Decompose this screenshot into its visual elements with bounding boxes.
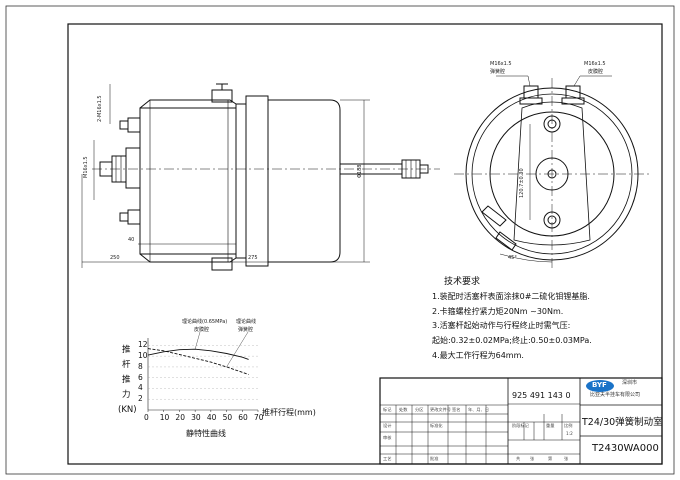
y-tick-label: 10 (138, 351, 148, 361)
legend-leader-1 (194, 331, 201, 350)
angle-dim: 45° (508, 255, 517, 261)
tb-r4-c3: 共 (516, 456, 521, 461)
y-tick-label: 2 (138, 394, 143, 404)
dim-offset-small: 40 (128, 237, 135, 243)
x-tick-label: 70 (254, 413, 264, 422)
tech-req-item-4: 起始:0.32±0.02MPa;终止:0.50±0.03MPa. (432, 336, 592, 345)
tb-r1-c4: 更改文件号 (430, 407, 451, 412)
outer-frame (5, 5, 675, 475)
y-tick-label: 4 (138, 383, 143, 393)
tb-r2-c4: 重量 (546, 423, 555, 428)
chart-ylabel-char-1: 推 (122, 345, 131, 355)
legend-series-2-sub: 弹簧腔 (238, 327, 254, 333)
dim-thread-top: 2-M16x1.5 (97, 95, 103, 122)
tb-r4-c4: 张 (530, 456, 535, 461)
static-char-chart (147, 331, 259, 412)
side-view (81, 83, 440, 271)
end-view (454, 75, 650, 270)
x-tick-label: 60 (238, 413, 248, 422)
tech-req-title: 技术要求 (444, 277, 481, 287)
y-tick-label: 8 (138, 361, 143, 371)
x-tick-label: 20 (175, 413, 185, 422)
dim-diameter: Φ188 (357, 164, 363, 178)
title-block-lines (379, 377, 663, 465)
tb-r1-c3: 分区 (415, 407, 424, 412)
company-line1: 深圳市 (622, 380, 638, 386)
series-line-2 (147, 348, 249, 375)
tb-r4-c2: 批准 (430, 456, 439, 461)
chart-ylabel-char-4: 力 (122, 390, 131, 400)
legend-leader-2 (226, 331, 249, 368)
tb-r1-c5: 签名 (452, 407, 461, 412)
tb-r4-c1: 工艺 (383, 456, 392, 461)
bolt-spacing-dim: 120.7±0.30 (519, 168, 525, 198)
tb-r4-c5: 第 (548, 456, 553, 461)
x-tick-label: 50 (222, 413, 233, 422)
company-line2: 比亚夫半挂车有限公司 (590, 392, 641, 398)
tb-r1-c2: 处数 (399, 407, 408, 412)
product-name: T24/30弹簧制动室 (582, 417, 663, 428)
legend-series-1-name: 理论曲线(0.65MPa) (182, 319, 228, 325)
chart-marks (147, 331, 259, 412)
y-tick-label: 6 (138, 372, 143, 382)
dim-offset-large: 250 (110, 255, 120, 261)
port-right-thread: M16x1.5 (584, 61, 606, 67)
chart-xlabel: 推杆行程(mm) (262, 408, 316, 417)
legend-series-2-name: 理论曲线 (236, 319, 257, 325)
tech-req-item-5: 4.最大工作行程为64mm. (432, 351, 524, 360)
chart-title: 静特性曲线 (186, 429, 226, 438)
x-tick-label: 10 (159, 413, 170, 422)
legend-series-1-sub: 皮膜腔 (194, 327, 210, 333)
x-tick-label: 30 (191, 413, 201, 422)
dim-thread-left: M16x1.5 (83, 156, 89, 178)
inner-frame (67, 23, 663, 465)
tb-r2-c5: 比例 (564, 423, 573, 428)
port-left-thread: M16x1.5 (490, 61, 512, 67)
x-tick-label: 40 (206, 413, 217, 422)
chart-grid (147, 338, 258, 411)
tb-r4-c6: 张 (564, 456, 569, 461)
tb-r1-c6: 年、月、日 (468, 407, 489, 412)
chart-ylabel-char-2: 杆 (122, 360, 131, 370)
tech-req-item-2: 2.卡箍螺栓拧紧力矩20Nm ~30Nm. (432, 307, 564, 316)
tech-req-item-1: 1.装配时活塞杆表面涂抹0#二硫化钼锂基脂. (432, 292, 590, 301)
tb-r2-c1: 设计 (383, 423, 392, 428)
drawing-number: T2430WA000 (592, 443, 659, 454)
x-tick-label: 0 (144, 413, 149, 422)
port-left-label: 弹簧腔 (490, 69, 506, 75)
tb-r3-c1: 审核 (383, 435, 392, 440)
part-number: 925 491 143 0 (512, 391, 571, 400)
tb-r2-c2: 标准化 (430, 423, 443, 428)
tb-r2-c3: 阶段标记 (512, 423, 529, 428)
y-tick-label: 12 (138, 340, 148, 350)
dim-length-main: 275 (248, 255, 258, 261)
chart-ylabel-char-3: 推 (122, 375, 131, 385)
scale-ratio: 1:2 (566, 431, 573, 436)
tech-req-item-3: 3.活塞杆起始动作与行程终止时需气压: (432, 321, 571, 330)
chart-ylabel-char-5: (KN) (118, 405, 137, 415)
port-right-label: 皮膜腔 (588, 69, 604, 75)
logo-text: BYF (592, 381, 607, 389)
tb-r1-c1: 标记 (383, 407, 392, 412)
